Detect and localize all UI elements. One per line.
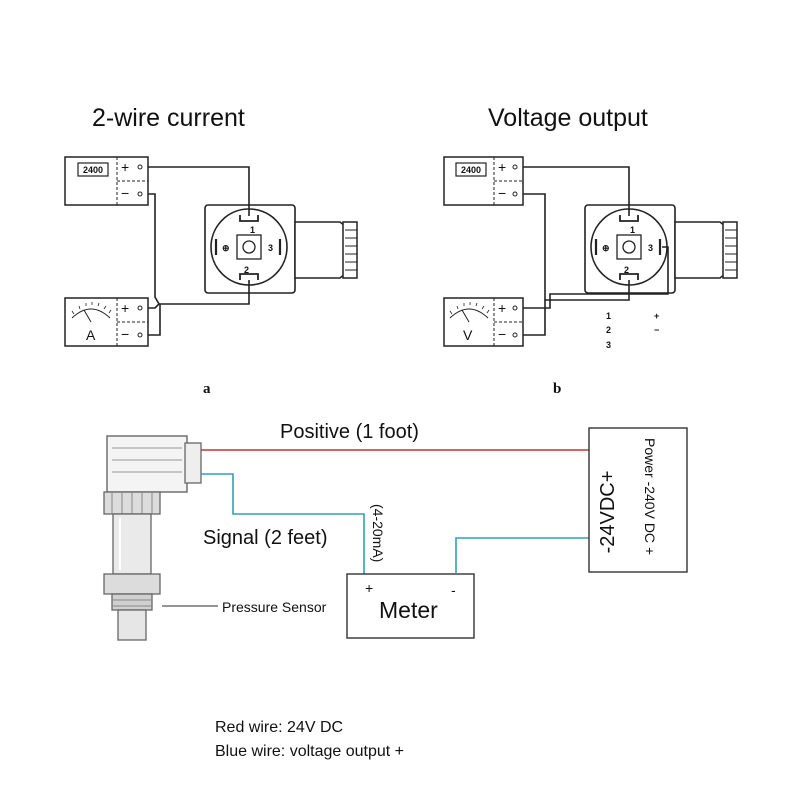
ammeter-terminal-minus: −	[121, 326, 129, 342]
legend-sign-plus: +	[654, 311, 659, 321]
meter-plus-terminal: +	[365, 580, 373, 596]
diagram-a-2wire-current: 2-wire current 2400 + − A + −	[64, 104, 358, 397]
ground-symbol-a: ⊕	[222, 243, 230, 253]
terminal-minus-b: −	[498, 185, 506, 201]
positive-wire-label: Positive (1 foot)	[280, 421, 419, 443]
pressure-sensor-icon	[103, 435, 218, 641]
note-blue-wire: Blue wire: voltage output +	[215, 743, 404, 760]
wires-b	[523, 166, 669, 336]
terminal-minus-a: −	[121, 185, 129, 201]
voltmeter-box: V + −	[443, 297, 524, 347]
display-reading-b: 2400	[461, 165, 481, 175]
meter-box: Meter + -	[346, 573, 475, 639]
voltmeter-terminal-minus: −	[498, 326, 506, 342]
wires-a	[148, 166, 250, 336]
supply-voltage-label: -24VDC+	[597, 471, 619, 554]
pin-3-label-a: 3	[268, 243, 273, 253]
pin-2-label-b: 2	[624, 265, 629, 275]
legend-sign-minus: −	[654, 325, 659, 335]
current-range-label: (4-20mA)	[370, 504, 386, 562]
pin-2-label-a: 2	[244, 265, 249, 275]
title-2wire-current: 2-wire current	[92, 104, 245, 132]
meter-label: Meter	[379, 597, 438, 623]
power-supply-box: -24VDC+ Power -240V DC +	[588, 427, 688, 573]
ground-symbol-b: ⊕	[602, 243, 610, 253]
connector-b: ⊕ 1 3 2	[584, 204, 738, 294]
legend-number-3: 3	[606, 340, 611, 350]
diagram-pressure-sensor-wiring: Pressure Sensor Positive (1 foot) Signal…	[103, 421, 688, 760]
diagram-b-voltage-output: Voltage output 2400 + − V + −	[443, 104, 738, 397]
blue-signal-wire	[201, 473, 365, 574]
voltmeter-letter: V	[463, 327, 473, 343]
ammeter-box: A + −	[64, 297, 149, 347]
ammeter-terminal-plus: +	[121, 300, 129, 316]
pin-1-label-b: 1	[630, 225, 635, 235]
power-label: Power -240V DC +	[642, 438, 658, 555]
pressure-sensor-label: Pressure Sensor	[222, 599, 327, 615]
meter-minus-terminal: -	[451, 582, 456, 598]
title-voltage-output: Voltage output	[488, 104, 648, 132]
signal-wire-label: Signal (2 feet)	[203, 527, 328, 549]
display-reading-a: 2400	[83, 165, 103, 175]
power-supply-box-a: 2400 + −	[64, 156, 149, 206]
caption-a: a	[203, 381, 211, 397]
connector-a: ⊕ 1 3 2	[204, 204, 358, 294]
pin-1-label-a: 1	[250, 225, 255, 235]
pin-legend-b: 1 2 3 + −	[606, 311, 659, 350]
terminal-plus-a: +	[121, 159, 129, 175]
caption-b: b	[553, 381, 561, 397]
legend-number-1: 1	[606, 311, 611, 321]
blue-return-wire	[455, 537, 589, 574]
note-red-wire: Red wire: 24V DC	[215, 719, 343, 736]
ammeter-letter: A	[86, 327, 96, 343]
terminal-plus-b: +	[498, 159, 506, 175]
power-supply-box-b: 2400 + −	[443, 156, 524, 206]
voltmeter-terminal-plus: +	[498, 300, 506, 316]
pin-3-label-b: 3	[648, 243, 653, 253]
legend-number-2: 2	[606, 325, 611, 335]
